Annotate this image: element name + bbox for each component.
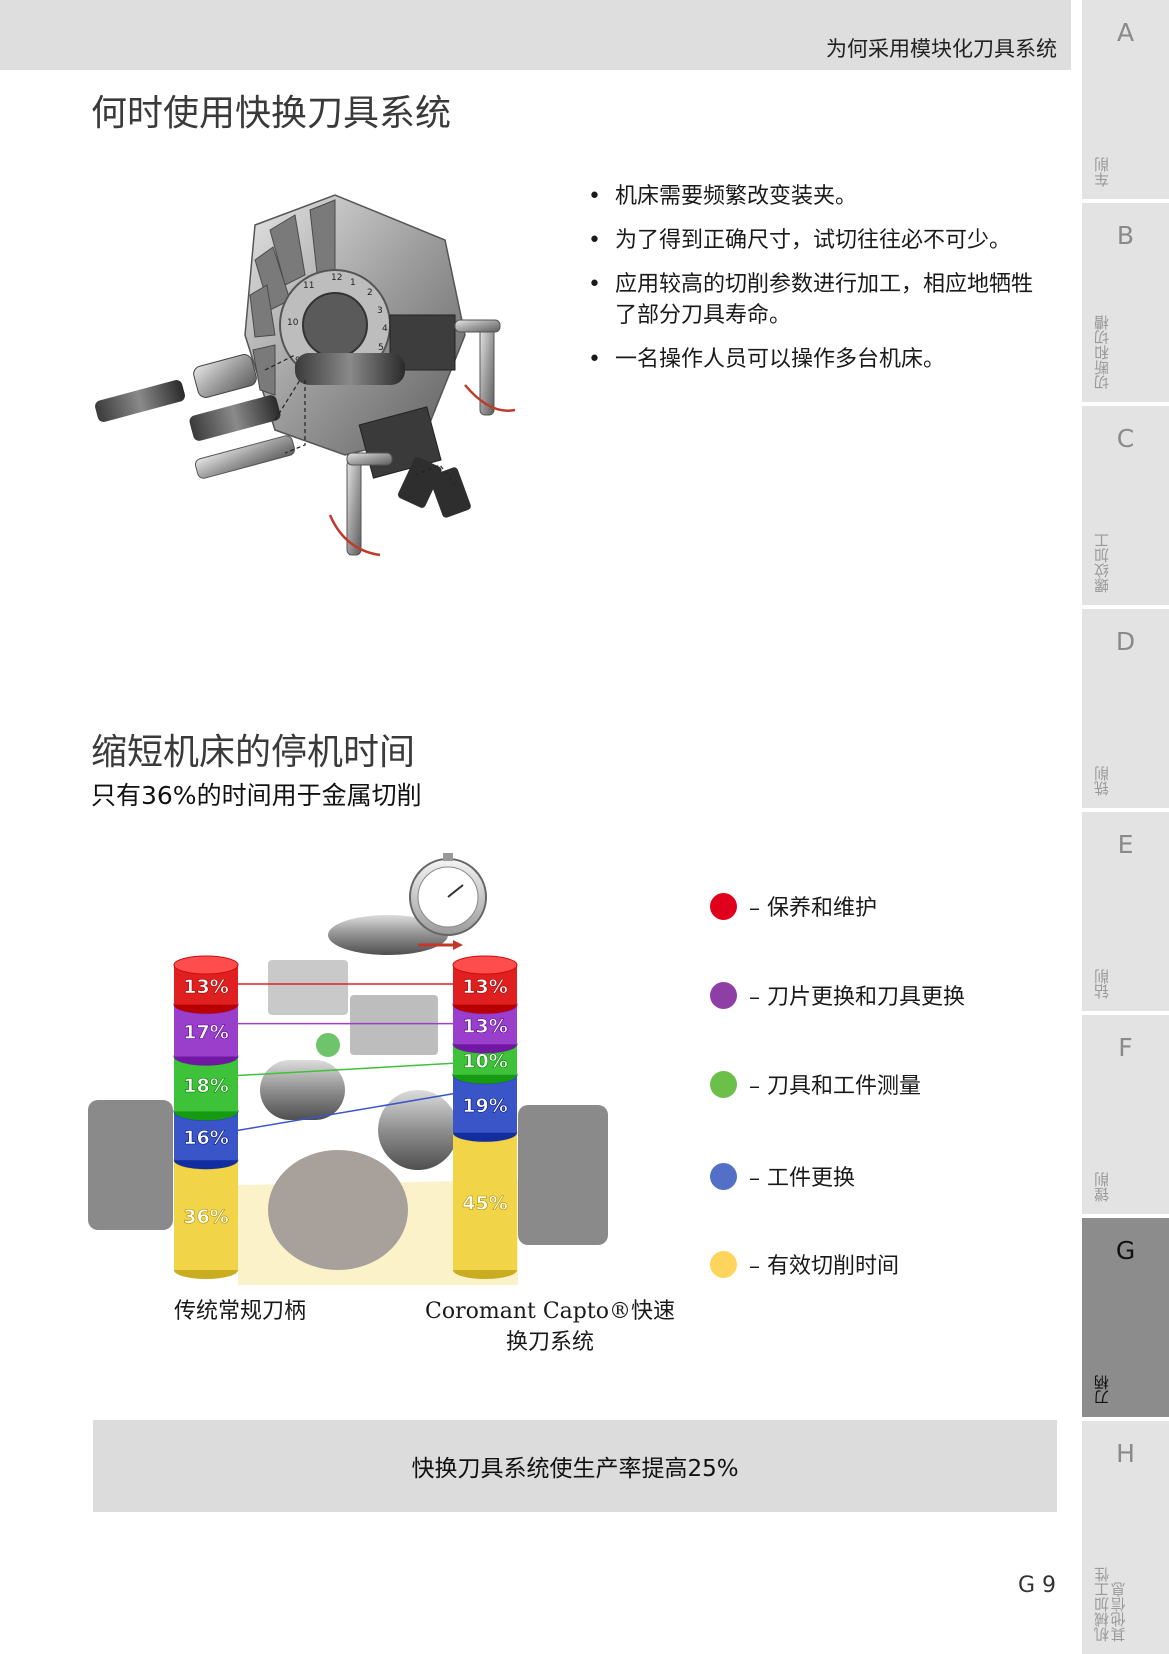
side-tab-letter: D [1115, 627, 1136, 656]
bar-value-label: 18% [183, 1075, 228, 1097]
legend-item: – 刀片更换和刀具更换 [710, 979, 965, 1011]
legend-swatch [710, 1162, 737, 1190]
clamping-keys [346, 319, 501, 556]
connector-line [237, 1062, 454, 1077]
legend-item: – 刀具和工件测量 [710, 1068, 921, 1100]
legend-item: – 有效切削时间 [710, 1248, 899, 1280]
side-tab-label: 铣削 [1093, 766, 1111, 796]
legend-label: – 保养和维护 [749, 896, 877, 921]
bar-value-label: 13% [462, 1015, 507, 1037]
bar-value-label: 13% [183, 976, 228, 998]
connector-lines [237, 983, 454, 1132]
bar-value-label: 13% [462, 976, 507, 998]
stopwatch-icon [328, 853, 487, 955]
side-tab-e[interactable]: E 钻削 [1082, 812, 1169, 1011]
legend-swatch [710, 1250, 737, 1278]
rotation-arrows [328, 384, 516, 557]
side-tab-f[interactable]: F 镗削 [1082, 1015, 1169, 1214]
bar-segment-5: 13% [452, 955, 518, 1014]
turret-slots [249, 199, 336, 396]
dashed-guides [264, 354, 456, 486]
bar-segment-5: 13% [173, 955, 239, 1014]
bar-segment-1: 36% [173, 1150, 239, 1279]
section1-bullets: •机床需要频繁改变装夹。 •为了得到正确尺寸，试切往往必不可少。 •应用较高的切… [588, 181, 1048, 388]
legend-label: – 刀具和工件测量 [749, 1074, 921, 1099]
bar-value-label: 10% [462, 1051, 507, 1073]
side-tab-g[interactable]: G 刀柄 [1082, 1218, 1169, 1417]
svg-text:3: 3 [377, 306, 383, 316]
turret-illustration: 12 1 2 3 4 5 6 7 8 9 10 11 [95, 194, 516, 557]
legend-item: – 保养和维护 [710, 890, 877, 922]
side-tab-letter: H [1116, 1439, 1135, 1468]
side-tab-label: 刀柄 [1093, 1375, 1111, 1405]
caption-capto-line2: 换刀系统 [505, 1330, 594, 1355]
side-tab-a[interactable]: A 车削 [1082, 0, 1169, 199]
side-tab-c[interactable]: C 螺纹加工 [1082, 406, 1169, 605]
bar-value-label: 36% [183, 1206, 228, 1228]
bullet-item: •一名操作人员可以操作多台机床。 [588, 347, 946, 372]
side-tab-label: 螺纹加工 [1093, 533, 1111, 593]
svg-text:4: 4 [382, 324, 388, 334]
process-photos [88, 960, 608, 1270]
side-tab-letter: B [1116, 221, 1135, 250]
caption-conventional: 传统常规刀柄 [173, 1299, 306, 1324]
bar-cap [173, 955, 239, 975]
bullet-item: •机床需要频繁改变装夹。 [588, 184, 858, 209]
side-tab-b[interactable]: B 切断和切槽 [1082, 203, 1169, 402]
section2-subtitle: 只有36%的时间用于金属切削 [91, 781, 422, 810]
side-tab-letter: A [1116, 18, 1135, 47]
turret-bore [302, 292, 368, 358]
caption-capto-line1: Coromant Capto®快速 [425, 1299, 675, 1324]
bar-stack-conventional: 36% 16% 18% 17% 13% [173, 955, 239, 1279]
bar-body [453, 1074, 517, 1133]
side-tab-label: 机械加工性 其他信息 [1093, 1567, 1128, 1642]
side-tab-letter: F [1118, 1033, 1133, 1062]
side-tab-letter: C [1116, 424, 1135, 453]
svg-text:12: 12 [331, 273, 342, 283]
bar-stack-capto: 45% 19% 10% 13% 13% [452, 955, 518, 1279]
bar-body [174, 1160, 238, 1270]
side-tab-label: 切断和切槽 [1093, 315, 1111, 390]
side-tab-letter: E [1117, 830, 1134, 859]
legend-label: – 刀片更换和刀具更换 [749, 985, 965, 1010]
svg-text:5: 5 [378, 343, 384, 353]
productivity-banner: 快换刀具系统使生产率提高25% [93, 1420, 1057, 1512]
side-tabs: A 车削 B 切断和切槽 C 螺纹加工 D 铣削 E 钻削 F 镗削 G 刀柄 … [1082, 0, 1169, 1654]
downtime-chart: 36% 16% 18% 17% 13% 45% 19% 10% 13% 13% [88, 853, 608, 1285]
section1-title: 何时使用快换刀具系统 [91, 93, 452, 134]
legend-label: – 有效切削时间 [749, 1254, 899, 1279]
bar-value-label: 19% [462, 1095, 507, 1117]
bar-value-label: 16% [183, 1127, 228, 1149]
legend-swatch [710, 892, 737, 920]
connector-line [237, 1093, 454, 1132]
legend-swatch [710, 1070, 737, 1098]
bar-body [453, 1132, 517, 1270]
bar-value-label: 45% [462, 1192, 507, 1214]
bar-value-label: 17% [183, 1022, 228, 1044]
bullet-item: •应用较高的切削参数进行加工，相应地牺牲了部分刀具寿命。 [588, 272, 1034, 328]
header-bar: 为何采用模块化刀具系统 [0, 0, 1071, 70]
spindle [295, 353, 405, 385]
side-tab-d[interactable]: D 铣削 [1082, 609, 1169, 808]
bullet-item: •为了得到正确尺寸，试切往往必不可少。 [588, 228, 1012, 253]
side-tab-label: 镗削 [1093, 1172, 1111, 1202]
side-tab-label: 车削 [1093, 157, 1111, 187]
svg-text:2: 2 [367, 288, 373, 298]
svg-text:10: 10 [287, 318, 299, 328]
svg-text:11: 11 [303, 281, 314, 291]
bar-cap [452, 955, 518, 975]
legend-item: – 工件更换 [710, 1160, 855, 1192]
header-title: 为何采用模块化刀具系统 [826, 37, 1057, 61]
side-tab-h[interactable]: H 机械加工性 其他信息 [1082, 1421, 1169, 1654]
bar-segment-1: 45% [452, 1123, 518, 1279]
side-tab-letter: G [1115, 1236, 1136, 1265]
page-number: G 9 [1018, 1573, 1057, 1598]
caption-capto: Coromant Capto®快速 换刀系统 [410, 1296, 690, 1358]
section2-title: 缩短机床的停机时间 [91, 732, 416, 773]
legend-swatch [710, 981, 737, 1009]
modular-tools [95, 354, 471, 518]
side-tab-label: 钻削 [1093, 969, 1111, 999]
svg-text:1: 1 [350, 278, 356, 288]
legend-label: – 工件更换 [749, 1166, 855, 1191]
